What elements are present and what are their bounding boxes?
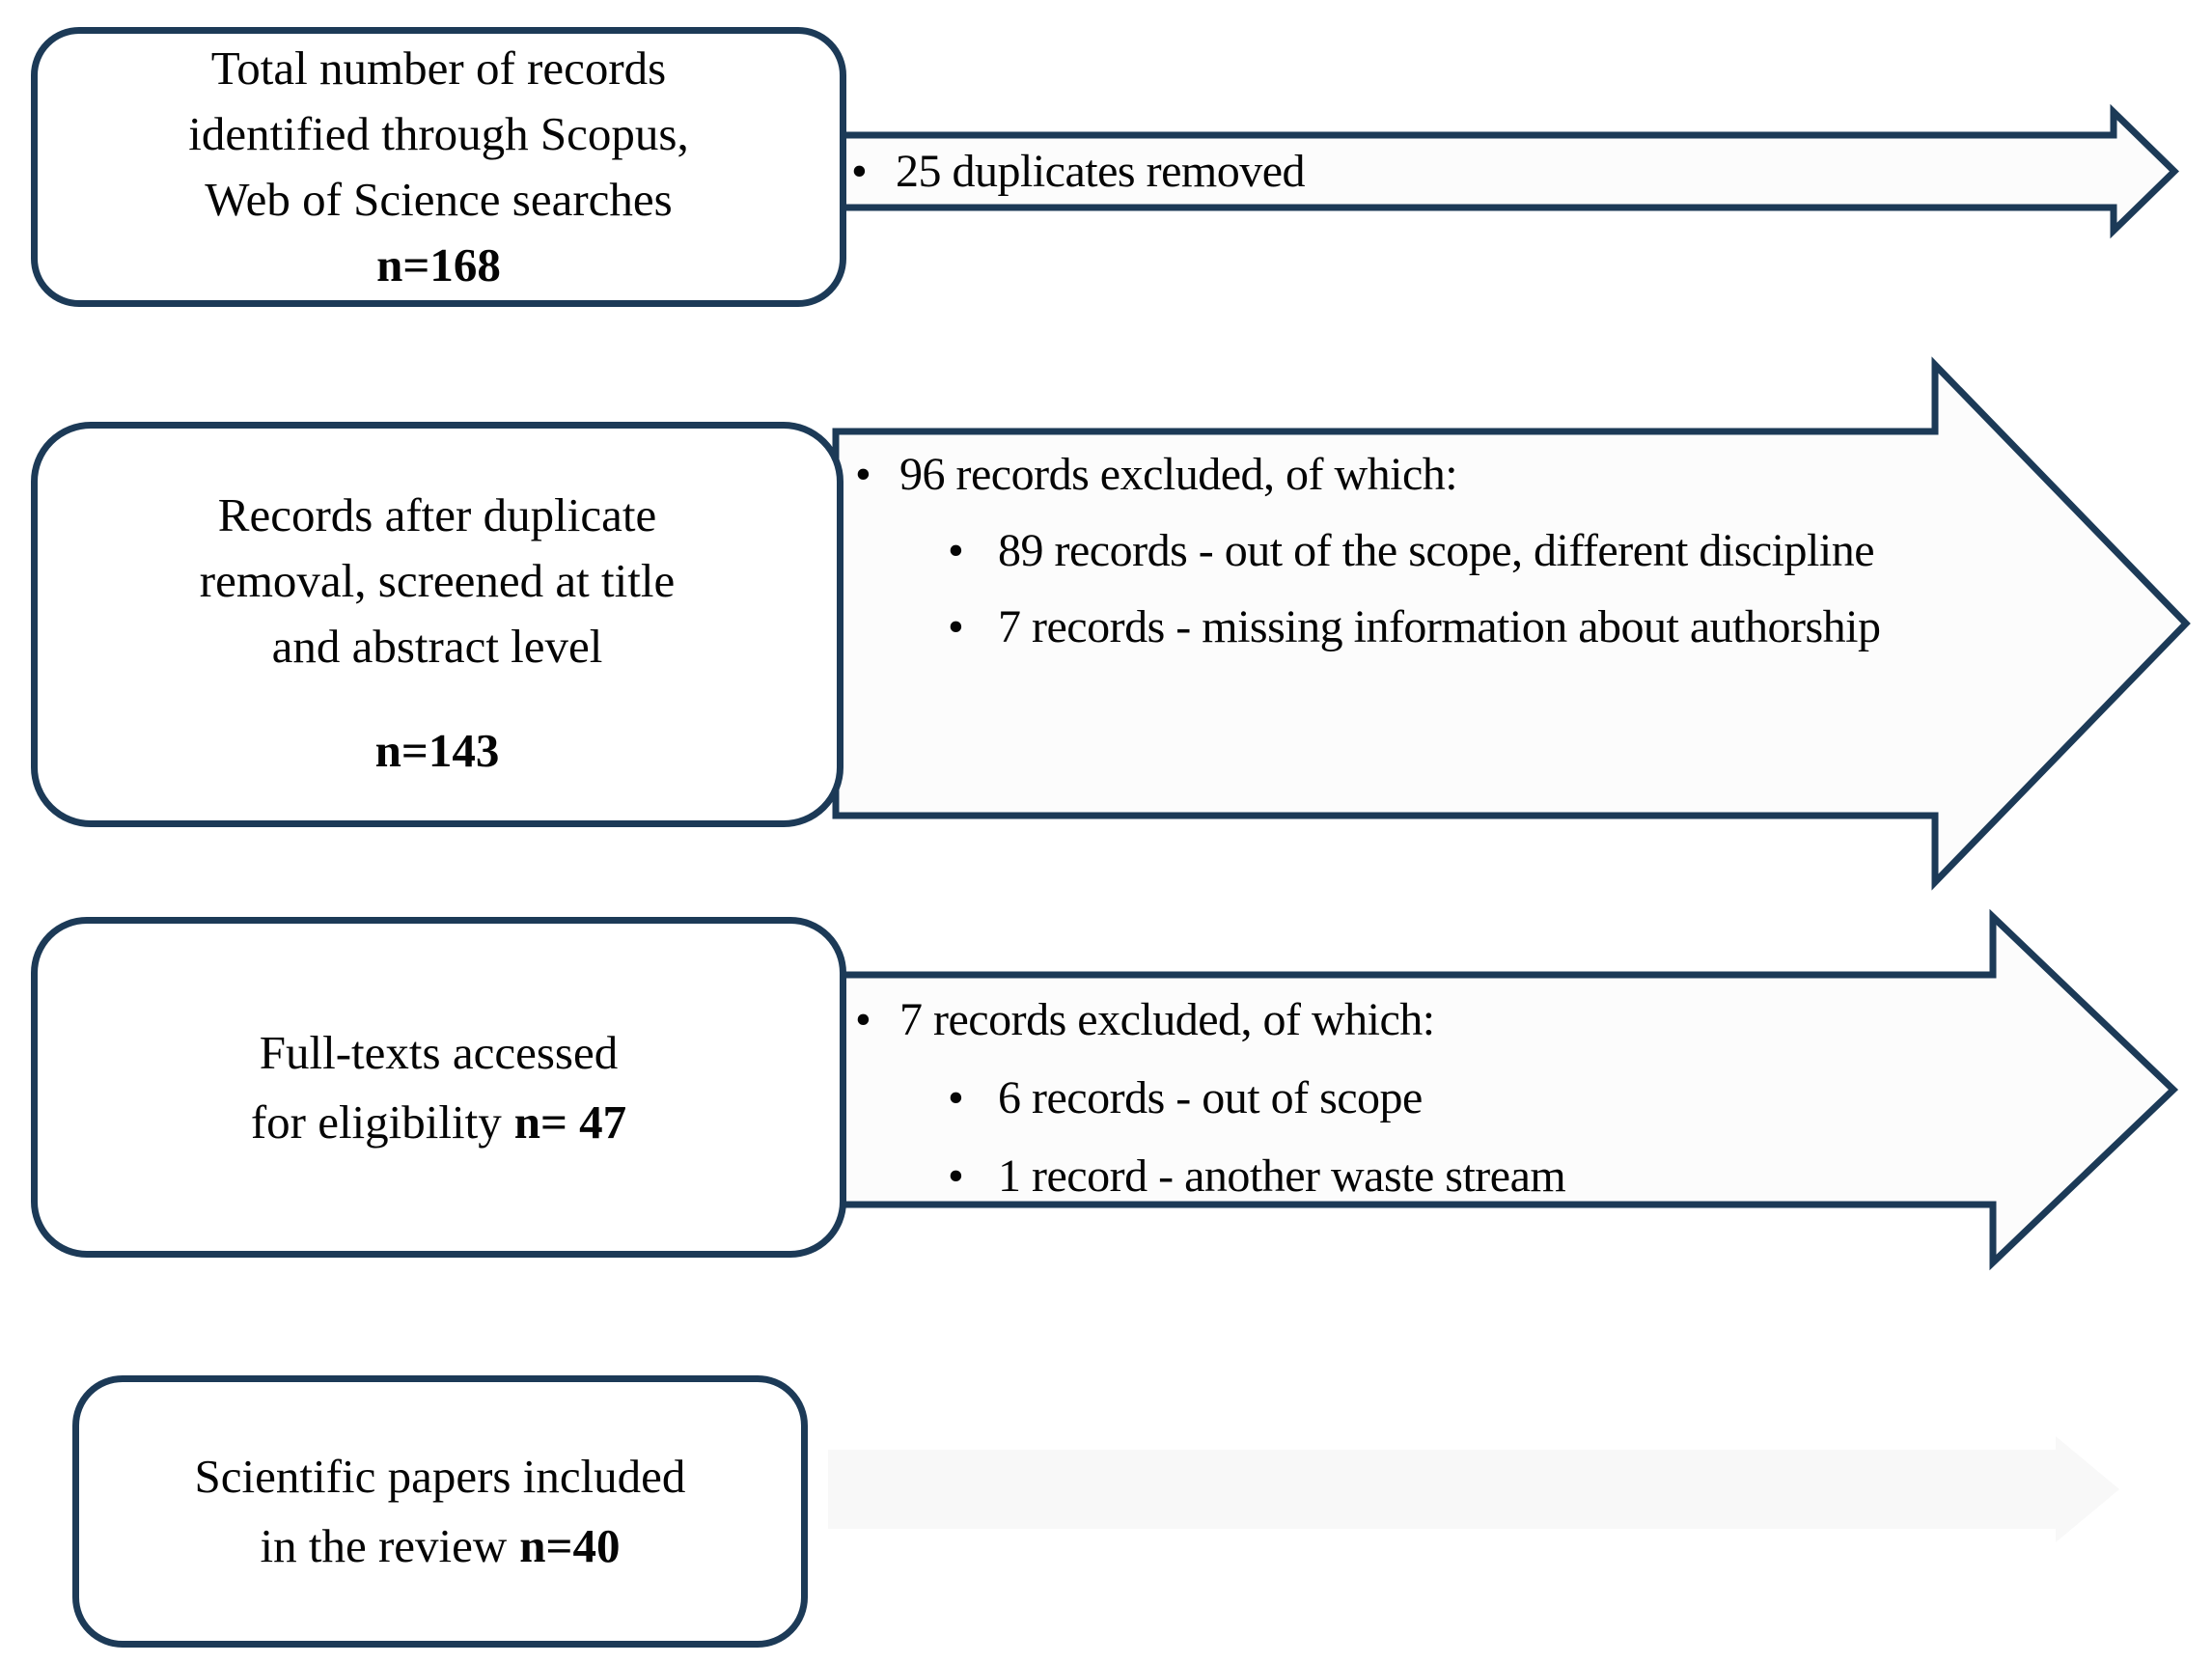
box-included: Scientific papers included in the review… <box>72 1375 808 1648</box>
arrow-title-abstract-exclusions-shape <box>832 356 2191 891</box>
bullet-icon: • <box>851 146 868 197</box>
box-identification-line: Web of Science searches <box>205 173 673 226</box>
arrow-fulltext-exclusions-shape <box>832 908 2179 1271</box>
record-count-screening: n=143 <box>374 724 500 777</box>
ghost-arrow-shape <box>828 1436 2119 1542</box>
list-item: • 89 records - out of the scope, differe… <box>853 513 1934 589</box>
bullet-icon: • <box>948 1072 964 1123</box>
list-item-text: 25 duplicates removed <box>896 146 1306 197</box>
list-item: • 96 records excluded, of which: <box>853 436 1934 513</box>
bullet-icon: • <box>948 525 964 576</box>
list-item-text: 96 records excluded, of which: <box>899 449 1458 500</box>
arrow-title-abstract-exclusions-notes: • 96 records excluded, of which: • 89 re… <box>853 436 1934 665</box>
list-item: • 7 records excluded, of which: <box>853 981 1973 1059</box>
box-included-line: Scientific papers included <box>194 1450 686 1503</box>
list-item: • 6 records - out of scope <box>853 1059 1973 1137</box>
box-screening: Records after duplicate removal, screene… <box>31 422 843 827</box>
arrow-duplicates-shape <box>834 103 2180 239</box>
box-identification-line: identified through Scopus, <box>188 107 689 160</box>
box-included-line-text: in the review <box>260 1519 508 1572</box>
list-item-text: 7 records - missing information about au… <box>998 601 1881 652</box>
box-identification-line: Total number of records <box>210 42 667 95</box>
bullet-icon: • <box>948 1150 964 1202</box>
list-item-text: 89 records - out of the scope, different… <box>998 525 1875 576</box>
box-screening-line: removal, screened at title <box>199 554 676 607</box>
box-identification: Total number of records identified throu… <box>31 27 846 307</box>
bullet-icon: • <box>948 601 964 652</box>
list-item-text: 6 records - out of scope <box>998 1072 1423 1123</box>
list-item: • 7 records - missing information about … <box>853 589 1934 665</box>
list-item: • 25 duplicates removed <box>849 135 2065 208</box>
list-item-text: 7 records excluded, of which: <box>899 994 1435 1045</box>
bullet-icon: • <box>855 994 871 1045</box>
record-count-eligibility: n= 47 <box>513 1095 627 1149</box>
box-eligibility-line: Full-texts accessed <box>259 1025 619 1079</box>
record-count-included: n=40 <box>519 1519 621 1572</box>
arrow-duplicates-notes: • 25 duplicates removed <box>849 135 2065 208</box>
box-screening-line: Records after duplicate <box>217 488 657 541</box>
record-count-identification: n=168 <box>376 238 501 291</box>
box-eligibility-line-text: for eligibility <box>250 1095 502 1149</box>
list-item: • 1 record - another waste stream <box>853 1137 1973 1215</box>
arrow-fulltext-exclusions-notes: • 7 records excluded, of which: • 6 reco… <box>853 981 1973 1215</box>
bullet-icon: • <box>855 449 871 500</box>
box-screening-line: and abstract level <box>271 620 603 673</box>
list-item-text: 1 record - another waste stream <box>998 1150 1566 1202</box>
